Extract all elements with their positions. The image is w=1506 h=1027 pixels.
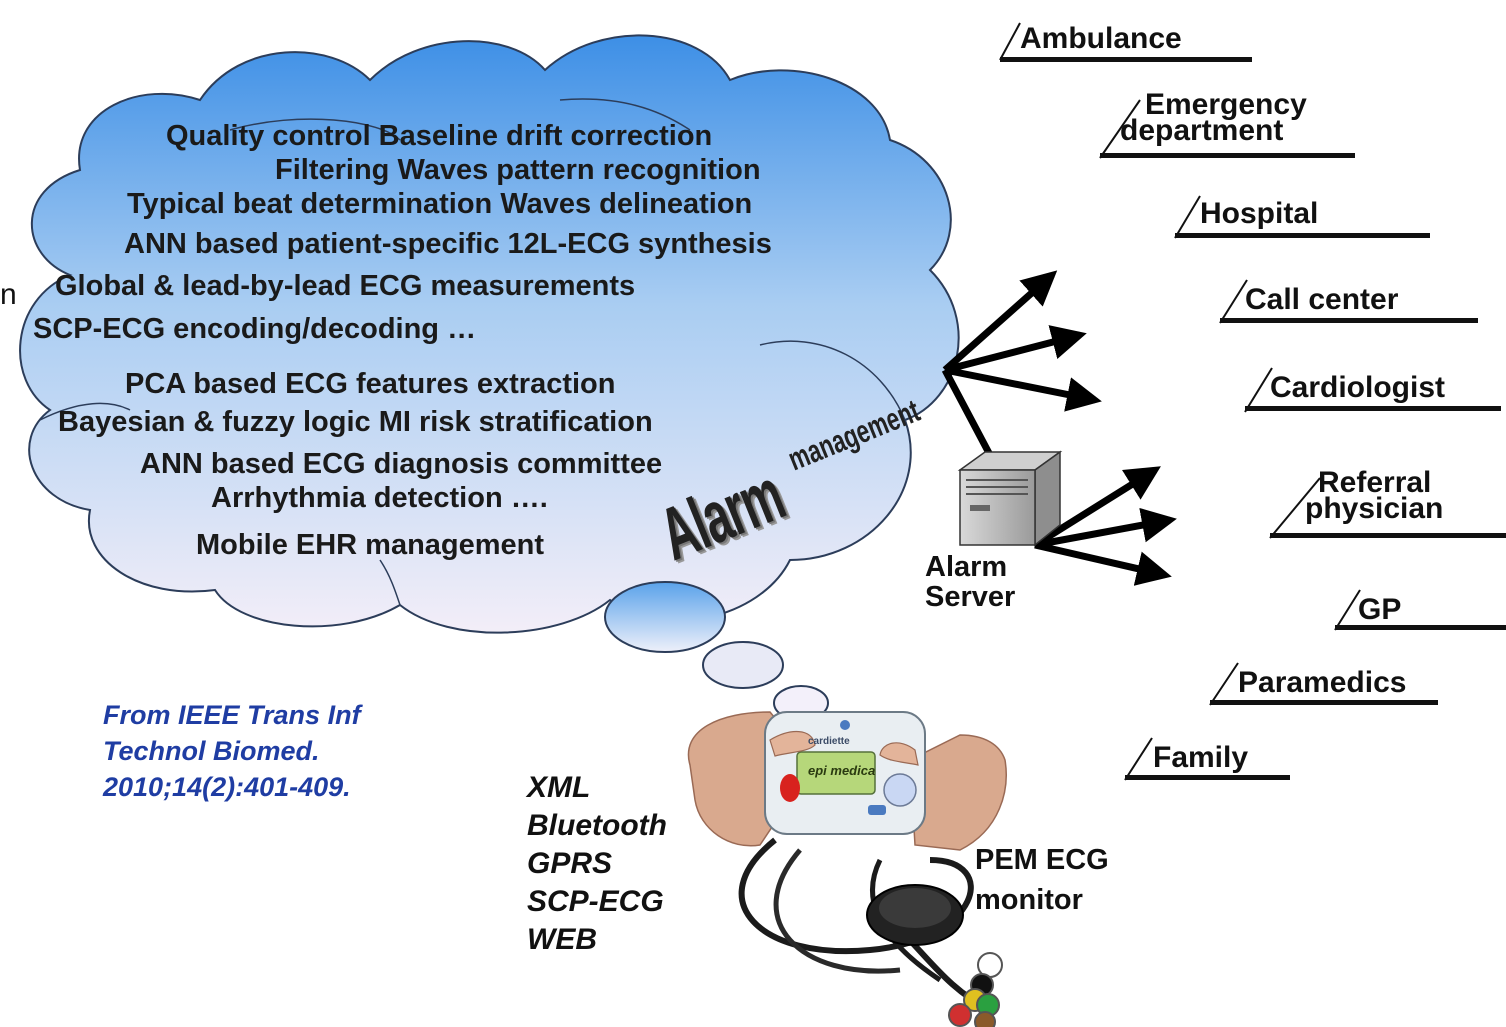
destination-call-center: Call center bbox=[1245, 283, 1399, 316]
destination-hospital-underline bbox=[1175, 233, 1430, 238]
destination-gp: GP bbox=[1358, 593, 1402, 626]
destination-referral-line2: physician bbox=[1305, 492, 1444, 525]
citation-line1: From IEEE Trans Inf bbox=[103, 700, 361, 730]
destination-hospital: Hospital bbox=[1200, 197, 1319, 230]
destination-family-underline bbox=[1125, 775, 1290, 780]
destination-emergency-line1: Emergency bbox=[1145, 88, 1307, 121]
server-icon bbox=[957, 450, 1063, 547]
thought-bubble-large bbox=[604, 581, 726, 653]
server-label-line2: Server bbox=[925, 581, 1016, 613]
destination-emergency-underline bbox=[1100, 153, 1355, 158]
destination-paramedics-underline bbox=[1210, 700, 1438, 705]
cloud-line-9: ANN based ECG diagnosis committee bbox=[140, 448, 663, 480]
device-label-line2: monitor bbox=[975, 884, 1083, 916]
protocol-bluetooth: Bluetooth bbox=[527, 809, 667, 842]
destination-ambulance: Ambulance bbox=[1020, 22, 1182, 55]
protocol-gprs: GPRS bbox=[527, 847, 613, 880]
server-arrows-lower bbox=[1033, 466, 1177, 586]
destination-cardiologist-underline bbox=[1245, 406, 1501, 411]
ecg-device-photo bbox=[687, 711, 1007, 1027]
thought-bubble-medium bbox=[702, 641, 784, 689]
citation-line3: 2010;14(2):401-409. bbox=[103, 772, 351, 802]
cloud-line-7: PCA based ECG features extraction bbox=[125, 368, 616, 400]
destination-gp-underline bbox=[1335, 625, 1506, 630]
destination-paramedics: Paramedics bbox=[1238, 666, 1407, 699]
cloud-line-2: Filtering Waves pattern recognition bbox=[275, 154, 761, 186]
cloud-line-10: Arrhythmia detection …. bbox=[211, 482, 548, 514]
device-label-line1: PEM ECG bbox=[975, 844, 1109, 876]
cloud-line-5: Global & lead-by-lead ECG measurements bbox=[55, 270, 636, 302]
cloud-line-4: ANN based patient-specific 12L-ECG synth… bbox=[124, 228, 772, 260]
destination-referral-line1: Referral bbox=[1318, 466, 1432, 499]
device-screen-text: epi medica bbox=[808, 763, 876, 778]
destination-emergency-line2: department bbox=[1120, 114, 1284, 147]
protocol-xml: XML bbox=[527, 771, 591, 804]
device-brand-text: cardiette bbox=[808, 736, 850, 747]
cloud-line-6: SCP-ECG encoding/decoding … bbox=[33, 313, 477, 345]
destination-family: Family bbox=[1153, 741, 1249, 774]
clipped-text: n bbox=[0, 278, 17, 311]
destination-ambulance-underline bbox=[1000, 57, 1252, 62]
server-label-line1: Alarm bbox=[925, 551, 1008, 583]
protocol-web: WEB bbox=[527, 923, 597, 956]
cloud-line-3: Typical beat determination Waves delinea… bbox=[127, 188, 753, 220]
protocol-scp-ecg: SCP-ECG bbox=[527, 885, 664, 918]
destination-referral-underline bbox=[1270, 533, 1506, 538]
cloud-line-8: Bayesian & fuzzy logic MI risk stratific… bbox=[58, 406, 653, 438]
cloud-line-11: Mobile EHR management bbox=[196, 529, 545, 561]
destination-cardiologist: Cardiologist bbox=[1270, 371, 1446, 404]
destination-call-center-underline bbox=[1220, 318, 1478, 323]
cloud-line-1: Quality control Baseline drift correctio… bbox=[166, 120, 713, 152]
citation-line2: Technol Biomed. bbox=[103, 736, 320, 766]
server-arrows-upper bbox=[941, 270, 1102, 457]
